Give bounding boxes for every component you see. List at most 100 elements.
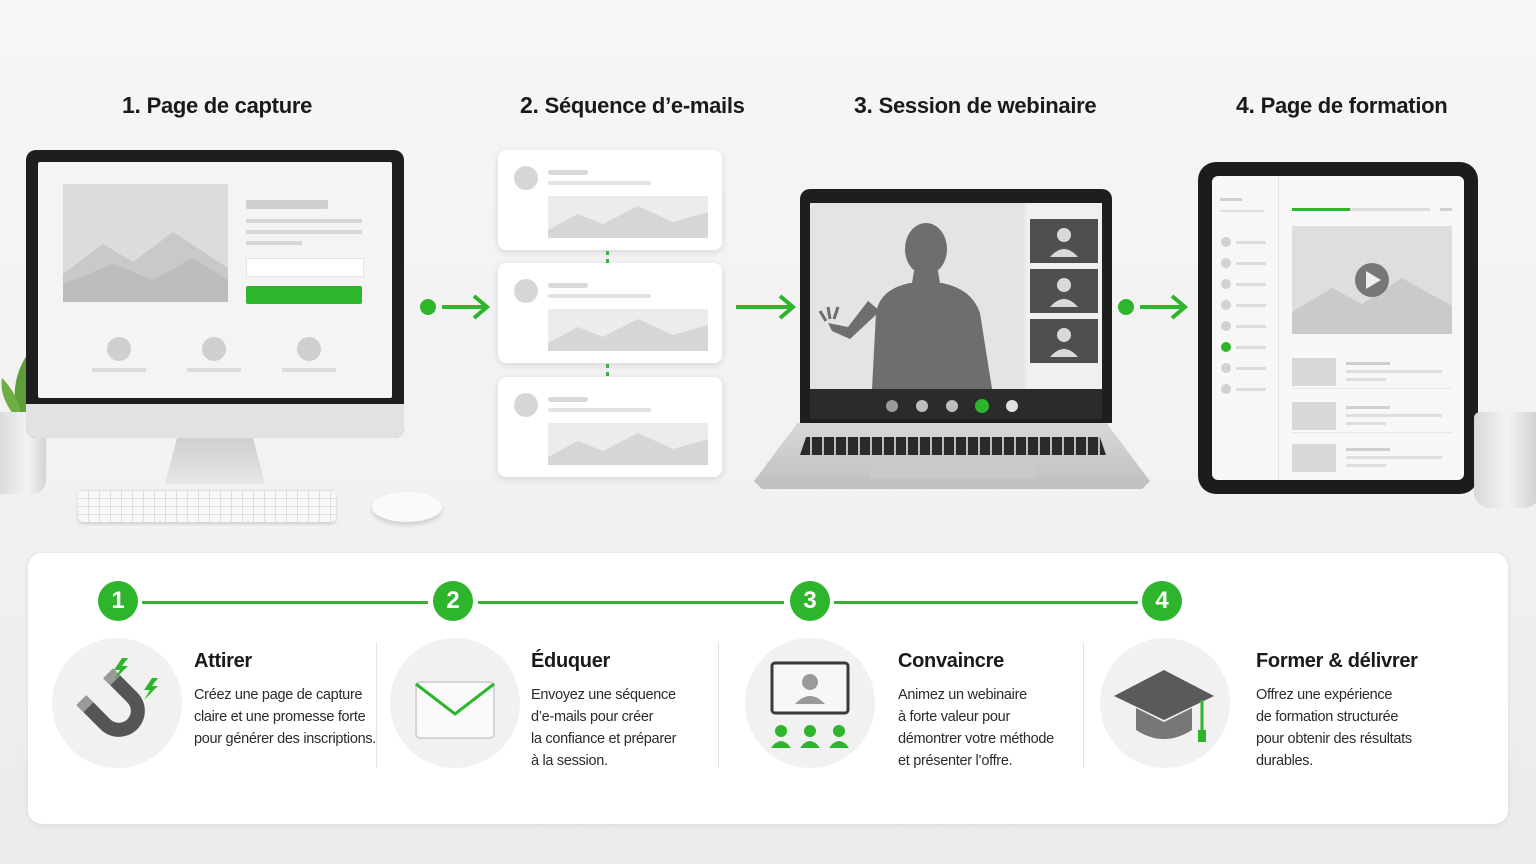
form-text-line (246, 241, 302, 245)
participant-tile (1030, 269, 1098, 313)
progress-label-placeholder (1440, 208, 1452, 211)
feature-avatar (202, 337, 226, 361)
feature-icon-circle (52, 638, 182, 768)
feature-caption-line (187, 368, 241, 372)
email-card (498, 263, 722, 363)
feature-title-train-deliver: Former & délivrer (1256, 650, 1418, 672)
feature-avatar (297, 337, 321, 361)
email-image-placeholder (548, 309, 708, 351)
lesson-row (1292, 350, 1452, 389)
participant-tile (1030, 319, 1098, 363)
lesson-video (1292, 226, 1452, 334)
coffee-cup (1474, 412, 1536, 508)
feature-desc-convince: Animez un webinaire à forte valeur pour … (898, 687, 1054, 769)
user-icon (1050, 278, 1078, 307)
presenter-video (810, 203, 1024, 389)
tablet (1198, 162, 1478, 494)
feature-desc-educate: Envoyez une séquence d’e-mails pour crée… (531, 687, 677, 769)
email-image-placeholder (548, 196, 708, 238)
envelope-icon (415, 681, 495, 739)
call-control-icons (886, 399, 1018, 413)
desktop-monitor (26, 150, 404, 438)
monitor-chin (26, 404, 404, 438)
laptop-keyboard (800, 437, 1106, 455)
feature-icon-circle (390, 638, 520, 768)
lesson-thumbnail (1292, 402, 1336, 430)
column-divider (718, 642, 719, 768)
timeline-connector (142, 601, 428, 604)
email-card (498, 377, 722, 477)
sequence-connector (606, 364, 612, 376)
feature-title-educate: Éduquer (531, 650, 611, 672)
subject-line (548, 283, 588, 288)
user-icon (1050, 328, 1078, 357)
feature-title-convince: Convaincre (898, 650, 1004, 672)
laptop-base (754, 423, 1150, 489)
presentation-screen-icon (770, 661, 850, 748)
participants-panel (1026, 203, 1102, 389)
form-text-line (246, 219, 362, 223)
feature-icon-circle (1100, 638, 1230, 768)
capture-page-mockup (38, 162, 392, 398)
preview-line (548, 408, 651, 412)
sender-avatar (514, 166, 538, 190)
mountain-image-icon (63, 232, 228, 302)
sequence-connector (606, 251, 612, 263)
presenter-silhouette-icon (818, 223, 992, 389)
feature-caption-line (282, 368, 336, 372)
step-title-capture-page: 1.Page de capture (122, 92, 313, 118)
progress-track (1292, 208, 1430, 211)
mountain-image-icon (548, 319, 708, 351)
mountain-image-icon (548, 206, 708, 238)
mountain-image-icon (548, 433, 708, 465)
laptop (800, 189, 1112, 423)
course-sidebar (1212, 176, 1279, 480)
feature-desc-attract: Créez une page de capture claire et une … (194, 687, 377, 747)
step-badge: 4 (1142, 581, 1182, 621)
email-card (498, 150, 722, 250)
step-badge: 1 (98, 581, 138, 621)
sender-avatar (514, 393, 538, 417)
email-input-placeholder (246, 258, 364, 277)
step-title-email-sequence: 2.Séquence d’e-mails (520, 92, 745, 118)
feature-icon-circle (745, 638, 875, 768)
step-badge: 2 (433, 581, 473, 621)
email-image-placeholder (548, 423, 708, 465)
play-video-icon (1292, 263, 1452, 334)
flow-arrow-icon (736, 294, 797, 320)
preview-line (548, 181, 651, 185)
lesson-thumbnail (1292, 444, 1336, 472)
webinar-screen (810, 203, 1102, 419)
monitor-stand (165, 438, 265, 484)
lesson-row (1292, 436, 1452, 474)
step-title-webinar-session: 3.Session de webinaire (854, 92, 1097, 118)
training-page-mockup (1212, 176, 1464, 480)
timeline-connector (478, 601, 784, 604)
user-icon (1050, 228, 1078, 257)
column-divider (1083, 642, 1084, 768)
mouse (372, 492, 442, 522)
subject-line (548, 170, 588, 175)
laptop-trackpad (870, 458, 1036, 478)
call-controls-bar (810, 389, 1102, 419)
hero-image-placeholder (63, 184, 228, 302)
participant-tile (1030, 219, 1098, 263)
magnet-icon (76, 658, 158, 737)
preview-line (548, 294, 651, 298)
feature-title-attract: Attirer (194, 650, 252, 672)
flow-arrow-icon (1118, 294, 1189, 320)
keyboard (78, 490, 336, 522)
lesson-row (1292, 394, 1452, 433)
timeline-connector (834, 601, 1138, 604)
lesson-thumbnail (1292, 358, 1336, 386)
step-badge: 3 (790, 581, 830, 621)
form-text-line (246, 230, 362, 234)
form-heading-placeholder (246, 200, 328, 209)
feature-desc-train-deliver: Offrez une expérience de formation struc… (1256, 687, 1412, 769)
subject-line (548, 397, 588, 402)
feature-avatar (107, 337, 131, 361)
step-title-training-page: 4.Page de formation (1236, 92, 1448, 118)
signup-button-placeholder (246, 286, 362, 304)
column-divider (376, 642, 377, 768)
lesson-list-icons (1220, 198, 1266, 394)
